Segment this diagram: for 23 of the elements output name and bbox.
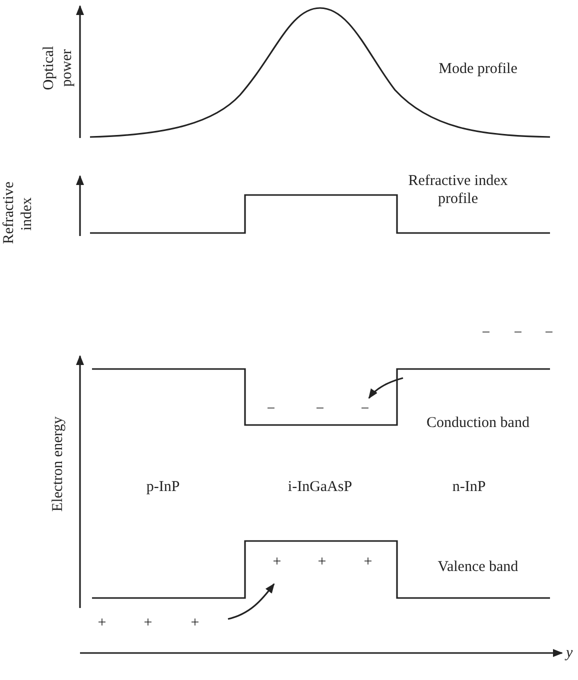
region-label: i-InGaAsP [286, 478, 354, 496]
charge-sign: − [544, 324, 554, 342]
curve-label: Valence band [436, 558, 520, 576]
charge-sign: + [362, 553, 374, 571]
charge-sign: − [314, 400, 326, 418]
charge-sign: + [272, 553, 282, 571]
charge-sign: + [316, 553, 328, 571]
curve-label: Mode profile [438, 60, 518, 78]
region-label: n-InP [451, 478, 487, 496]
charge-sign: + [190, 614, 200, 632]
charge-sign: − [266, 400, 276, 418]
axis-title: Refractive index [0, 184, 36, 244]
axis-title: y [566, 644, 574, 662]
charge-sign: − [480, 324, 492, 342]
axis-title: Electron energy [49, 415, 67, 514]
charge-sign: − [360, 400, 370, 418]
curve-label: Conduction band [426, 414, 530, 432]
region-label: p-InP [145, 478, 181, 496]
charge-sign: + [96, 614, 108, 632]
axis-title: Optical power [40, 44, 76, 92]
curve-label: Refractive index profile [407, 172, 509, 208]
charge-sign: + [142, 614, 154, 632]
charge-sign: − [512, 324, 524, 342]
